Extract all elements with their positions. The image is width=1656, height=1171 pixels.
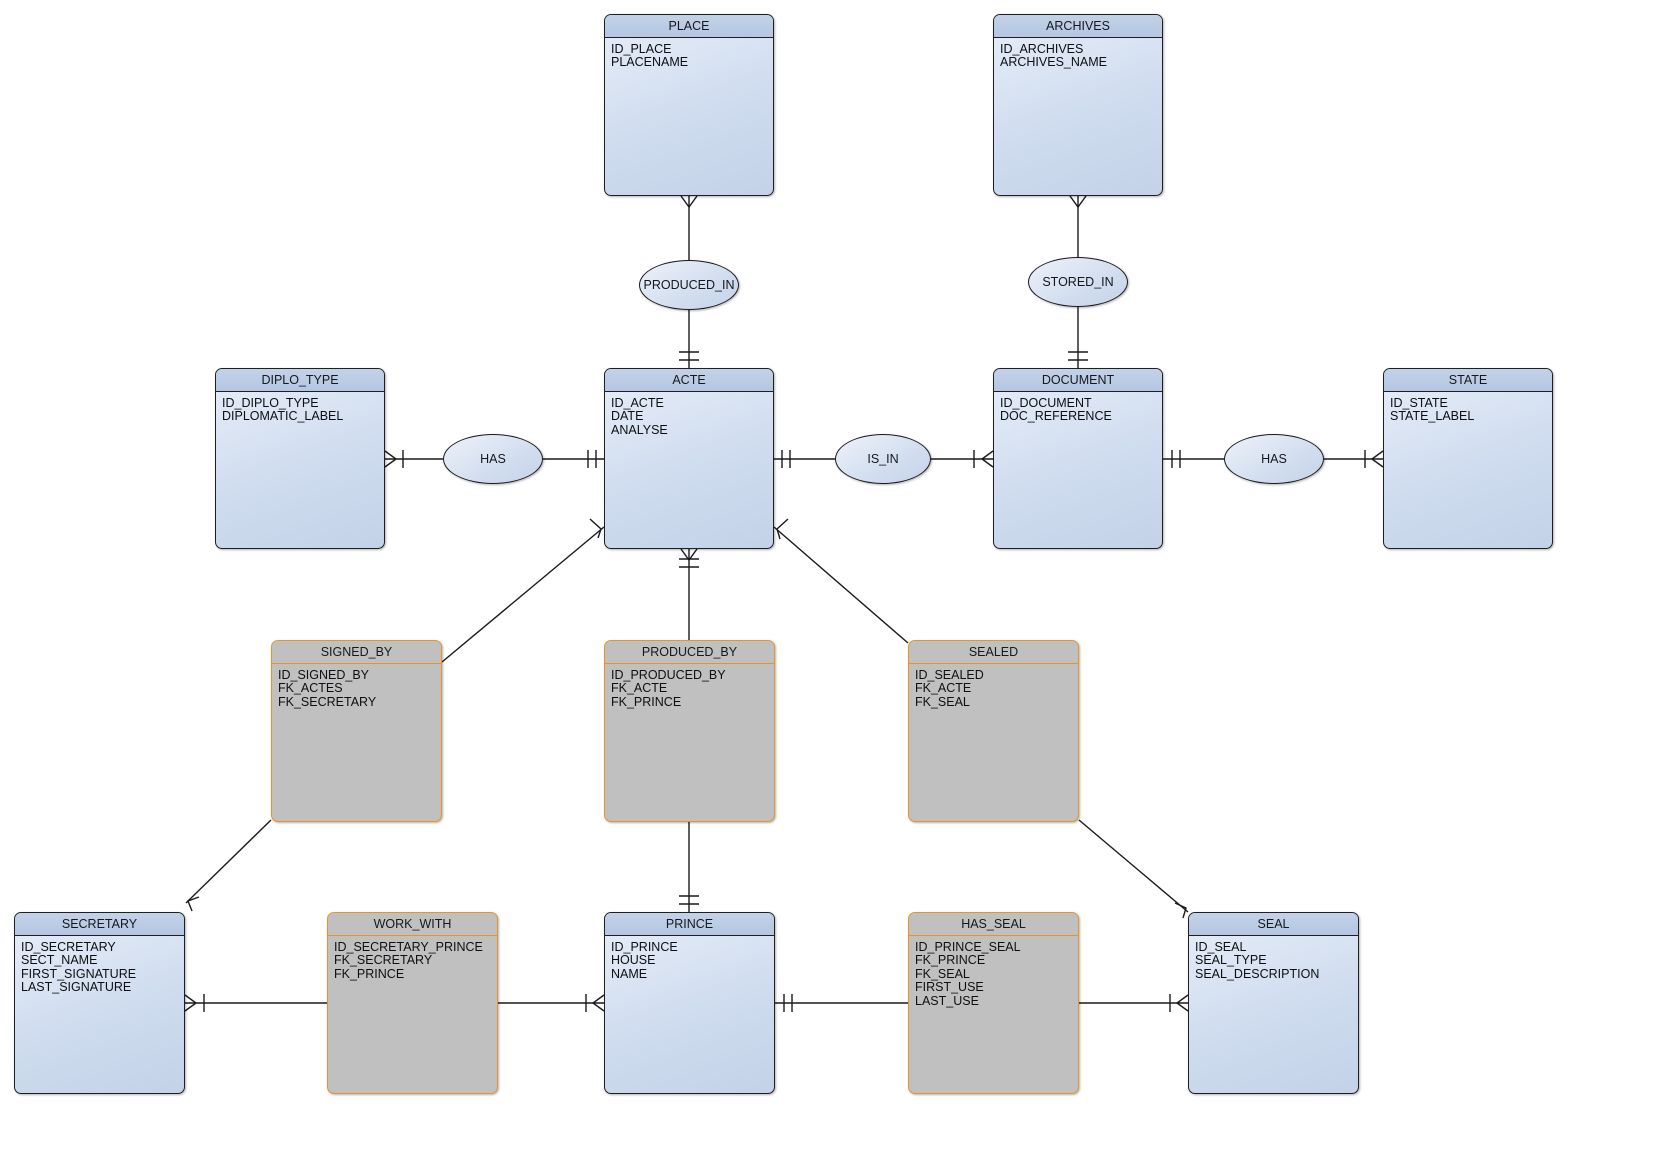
- entity-title-diplo_type: DIPLO_TYPE: [216, 369, 384, 392]
- attribute: NAME: [611, 966, 648, 981]
- entity-title-secretary: SECRETARY: [15, 913, 184, 936]
- attribute: ID_PLACE: [611, 42, 672, 56]
- attribute: PLACENAME: [611, 55, 689, 70]
- relationship-produced_in[interactable]: PRODUCED_IN: [639, 260, 739, 310]
- attribute: DOC_REFERENCE: [1000, 409, 1112, 424]
- attribute: SEAL_TYPE: [1195, 953, 1267, 968]
- relationship-label: PRODUCED_IN: [643, 278, 735, 292]
- attribute: FK_SECRETARY: [334, 953, 433, 968]
- attribute: FIRST_USE: [915, 980, 984, 995]
- entity-title-produced_by: PRODUCED_BY: [605, 641, 774, 664]
- attribute: FK_ACTE: [915, 681, 972, 696]
- attribute: ID_SIGNED_BY: [278, 668, 370, 682]
- relationship-stored_in[interactable]: STORED_IN: [1028, 257, 1128, 307]
- attribute: ID_PRINCE_SEAL: [915, 940, 1021, 954]
- attribute: HOUSE: [611, 953, 656, 968]
- entity-title-has_seal: HAS_SEAL: [909, 913, 1078, 936]
- attribute: SEAL_DESCRIPTION: [1195, 966, 1320, 981]
- attribute: ID_PRODUCED_BY: [611, 668, 726, 682]
- entity-title-place: PLACE: [605, 15, 773, 38]
- attribute: ID_DOCUMENT: [1000, 396, 1092, 410]
- entity-title-archives: ARCHIVES: [994, 15, 1162, 38]
- attribute: ID_PRINCE: [611, 940, 678, 954]
- attribute: ID_SECRETARY_PRINCE: [334, 940, 483, 954]
- attribute: ARCHIVES_NAME: [1000, 55, 1107, 70]
- relationship-label: IS_IN: [867, 452, 899, 466]
- relationship-label: STORED_IN: [1042, 275, 1114, 289]
- attribute: FK_PRINCE: [915, 953, 986, 968]
- relationship-has_diplo[interactable]: HAS: [443, 434, 543, 484]
- entity-title-work_with: WORK_WITH: [328, 913, 497, 936]
- attribute: DIPLOMATIC_LABEL: [222, 409, 344, 424]
- attribute: FK_ACTES: [278, 681, 343, 696]
- entity-title-prince: PRINCE: [605, 913, 774, 936]
- entity-title-state: STATE: [1384, 369, 1552, 392]
- entity-title-sealed: SEALED: [909, 641, 1078, 664]
- attribute: ANALYSE: [611, 422, 668, 437]
- attribute: FIRST_SIGNATURE: [21, 966, 137, 981]
- relationship-label: HAS: [480, 452, 506, 466]
- attribute: FK_SECRETARY: [278, 694, 377, 709]
- relationship-has_state[interactable]: HAS: [1224, 434, 1324, 484]
- relationship-is_in[interactable]: IS_IN: [835, 434, 931, 484]
- entity-title-seal: SEAL: [1189, 913, 1358, 936]
- attribute: ID_SEALED: [915, 668, 984, 682]
- attribute: ID_STATE: [1390, 396, 1448, 410]
- attribute: ID_ACTE: [611, 396, 664, 410]
- attribute: ID_ARCHIVES: [1000, 42, 1084, 56]
- attribute: STATE_LABEL: [1390, 409, 1475, 424]
- attribute: DATE: [611, 409, 644, 424]
- attribute: LAST_USE: [915, 993, 979, 1008]
- attribute: ID_SEAL: [1195, 940, 1247, 954]
- attribute: LAST_SIGNATURE: [21, 980, 132, 995]
- entity-title-document: DOCUMENT: [994, 369, 1162, 392]
- attribute: FK_ACTE: [611, 681, 668, 696]
- attribute: FK_PRINCE: [611, 694, 682, 709]
- entity-title-acte: ACTE: [605, 369, 773, 392]
- attribute: FK_PRINCE: [334, 966, 405, 981]
- attribute: ID_SECRETARY: [21, 940, 116, 954]
- entity-title-signed_by: SIGNED_BY: [272, 641, 441, 664]
- attribute: FK_SEAL: [915, 966, 970, 981]
- attribute: SECT_NAME: [21, 953, 98, 968]
- attribute: FK_SEAL: [915, 694, 970, 709]
- relationship-label: HAS: [1261, 452, 1287, 466]
- attribute: ID_DIPLO_TYPE: [222, 396, 319, 410]
